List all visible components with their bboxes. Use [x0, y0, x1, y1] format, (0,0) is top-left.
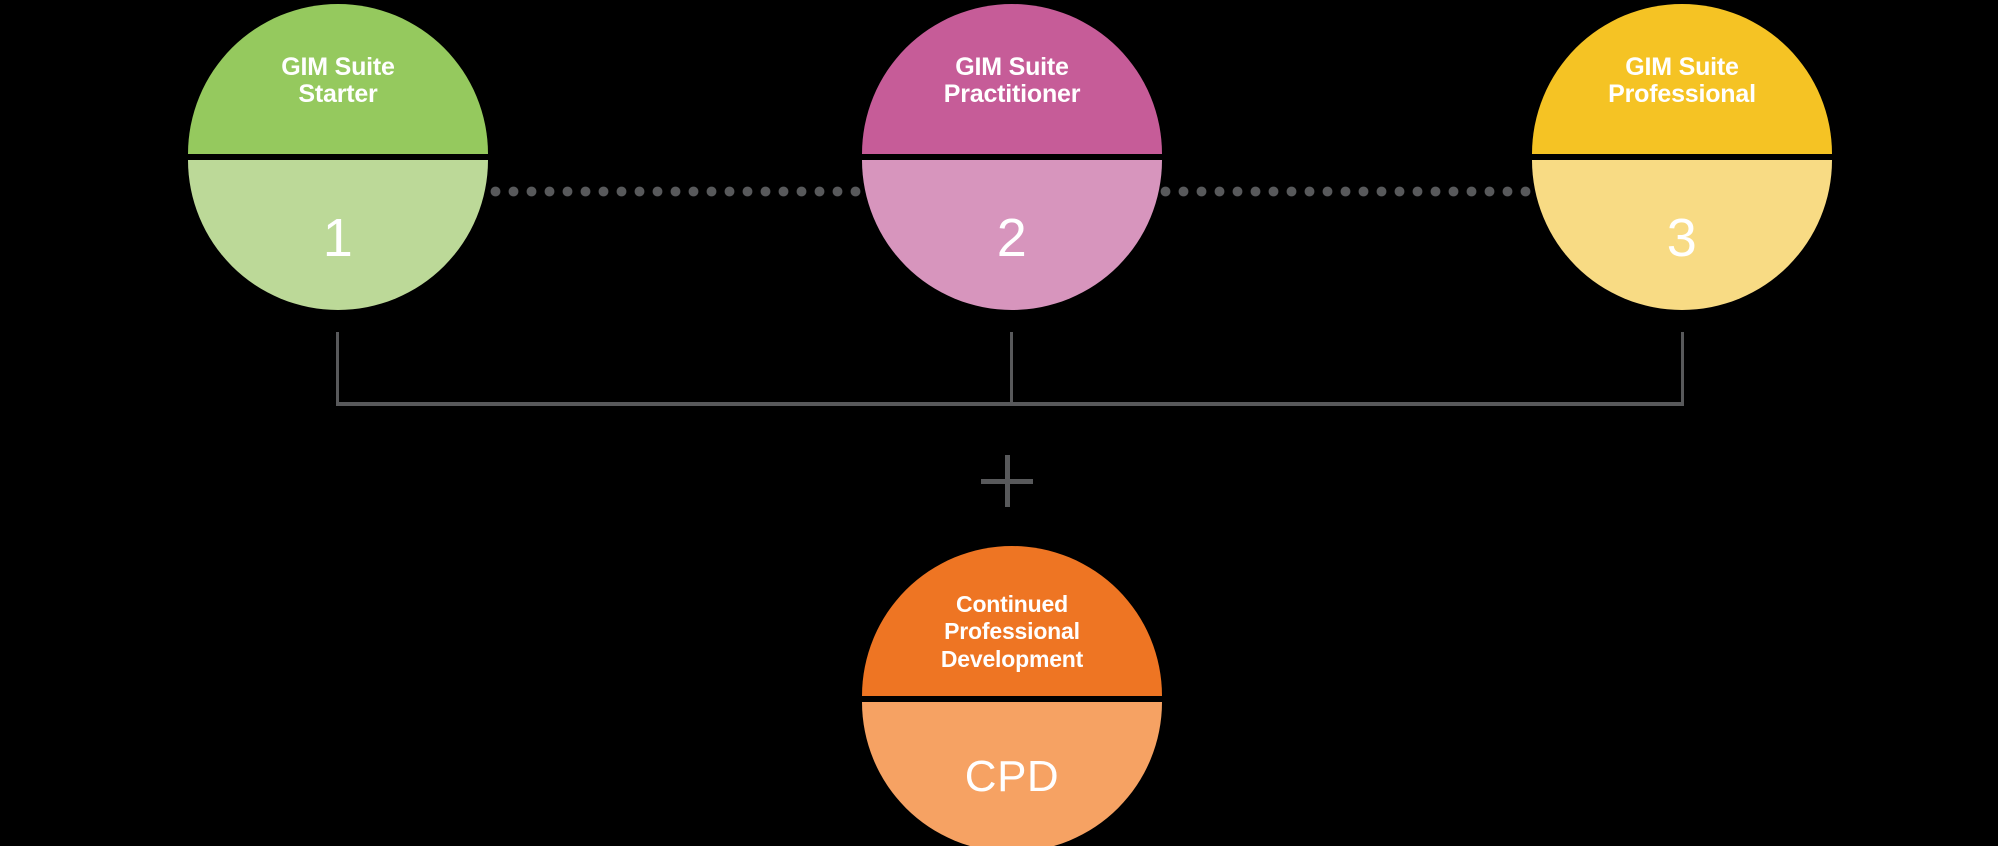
node-cpd-bottom-half: CPD — [862, 702, 1162, 846]
node-starter-bottom-half: 1 — [188, 160, 488, 310]
bracket-right-stem — [1681, 332, 1684, 404]
dotted-connector-practitioner-to-professional — [1160, 186, 1538, 197]
node-continued-professional-development[interactable]: Continued Professional Development CPD — [862, 546, 1162, 846]
node-professional-value: 3 — [1666, 208, 1698, 268]
node-starter-title: GIM Suite Starter — [281, 53, 395, 108]
node-practitioner-value: 2 — [996, 208, 1028, 268]
plus-icon — [981, 455, 1033, 507]
plus-icon-vertical-bar — [1005, 455, 1010, 507]
node-professional-top-half: GIM Suite Professional — [1532, 4, 1832, 154]
node-gim-suite-practitioner[interactable]: GIM Suite Practitioner 2 — [862, 4, 1162, 310]
node-practitioner-title: GIM Suite Practitioner — [943, 53, 1081, 108]
node-professional-bottom-half: 3 — [1532, 160, 1832, 310]
node-professional-title: GIM Suite Professional — [1608, 53, 1756, 108]
node-starter-top-half: GIM Suite Starter — [188, 4, 488, 154]
node-gim-suite-starter[interactable]: GIM Suite Starter 1 — [188, 4, 488, 310]
node-gim-suite-professional[interactable]: GIM Suite Professional 3 — [1532, 4, 1832, 310]
bracket-horizontal-rail — [336, 402, 1684, 406]
dotted-connector-starter-to-practitioner — [490, 186, 868, 197]
bracket-middle-stem — [1010, 332, 1013, 404]
node-cpd-title: Continued Professional Development — [940, 591, 1084, 672]
node-starter-value: 1 — [322, 208, 354, 268]
node-practitioner-top-half: GIM Suite Practitioner — [862, 4, 1162, 154]
node-cpd-top-half: Continued Professional Development — [862, 546, 1162, 696]
node-cpd-value: CPD — [964, 752, 1060, 801]
node-practitioner-bottom-half: 2 — [862, 160, 1162, 310]
bracket-left-stem — [336, 332, 339, 404]
